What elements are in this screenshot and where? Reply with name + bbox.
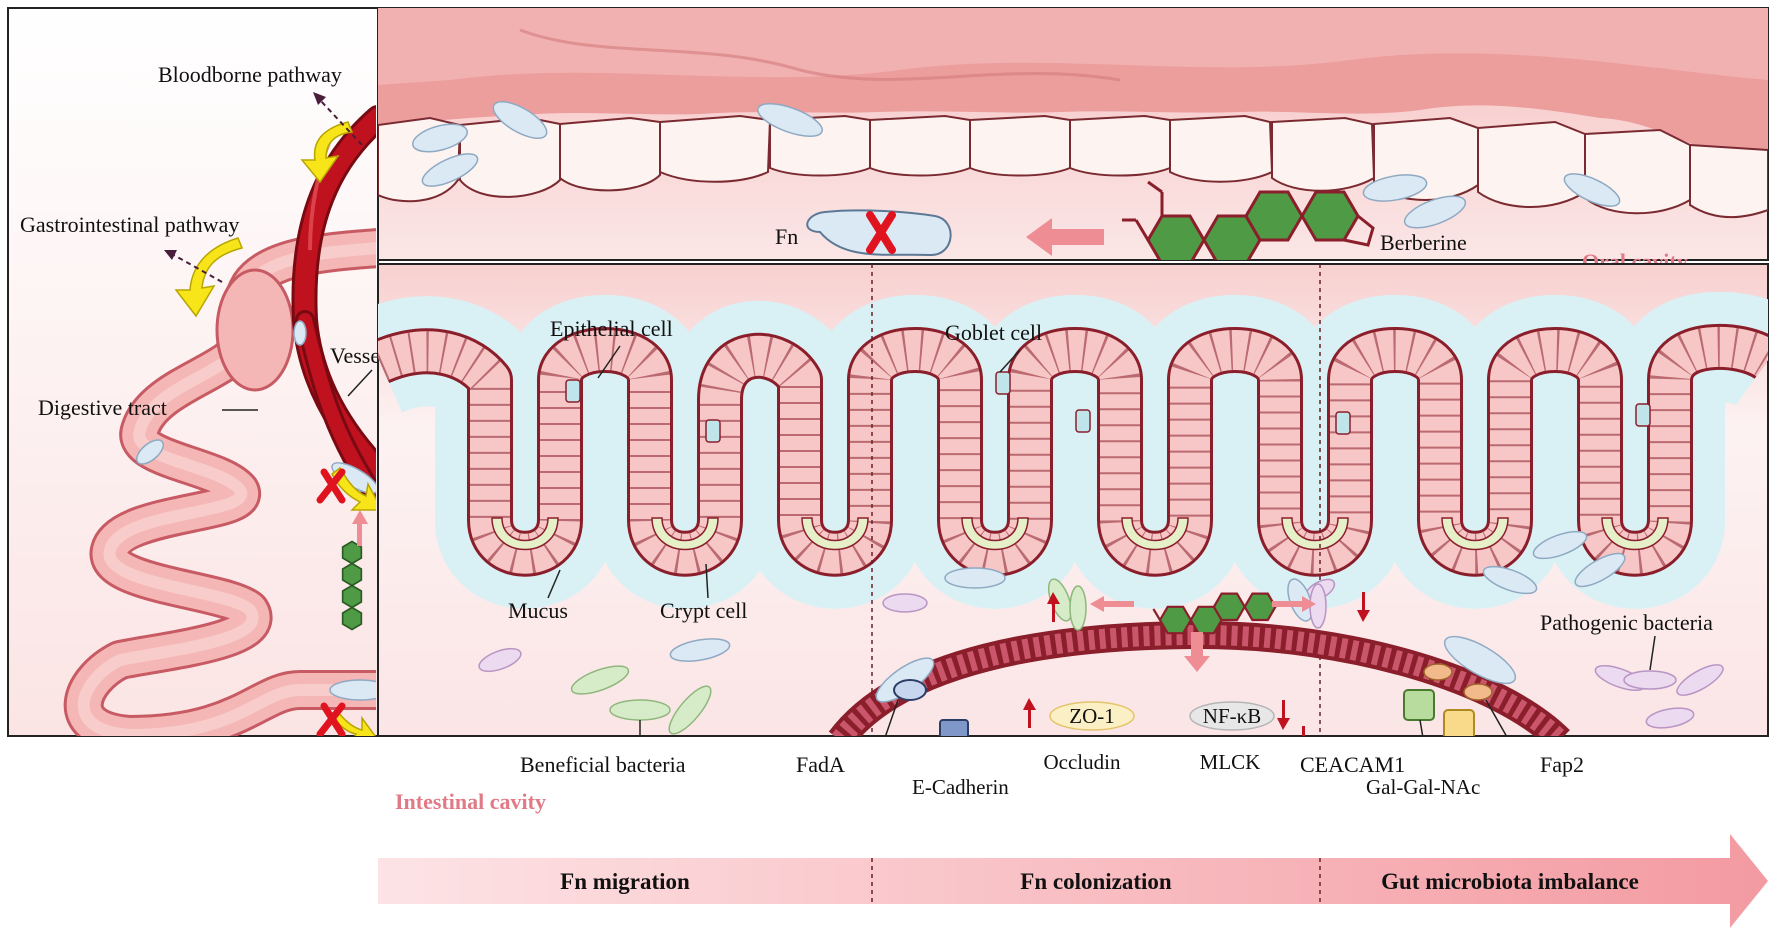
crypt-cells	[491, 517, 1669, 551]
down-arrow-icon	[1277, 700, 1290, 730]
down-arrow-icon	[1277, 752, 1290, 782]
label-fap2: Fap2	[1540, 752, 1584, 777]
yellow-arrow-icon	[331, 466, 376, 511]
intestinal-panel: Epithelial cell Goblet cell Mucus Crypt …	[377, 263, 1769, 814]
down-arrow-icon	[1184, 632, 1210, 672]
oral-panel: Fn Berberine Oral cavity	[377, 7, 1769, 274]
label-ceacam1: CEACAM1	[1300, 752, 1405, 777]
label-goblet-cell: Goblet cell	[945, 320, 1042, 345]
beneficial-bacteria	[570, 578, 1073, 735]
label-mlck: MLCK	[1200, 750, 1261, 774]
blocked-cross-icon	[866, 211, 896, 254]
mucus-layer	[378, 347, 1768, 554]
fn-bacteria	[669, 530, 1626, 703]
label-e-cadherin: E-Cadherin	[912, 775, 1009, 799]
vessel-shape	[291, 105, 376, 510]
nfkb-pill	[1189, 701, 1275, 731]
label-vessel: Vessel	[330, 343, 386, 368]
label-digestive-tract: Digestive tract	[38, 395, 167, 420]
label-mucus: Mucus	[508, 598, 568, 623]
zo1-pill	[1049, 701, 1135, 731]
up-arrow-icon	[1047, 592, 1060, 622]
ceacam1-receptor	[1403, 689, 1435, 721]
down-arrow-icon	[1302, 726, 1305, 736]
intestinal-cavity-title: Intestinal cavity	[395, 789, 546, 814]
berberine-molecule-small	[341, 540, 363, 631]
up-arrow-icon	[1023, 698, 1036, 728]
stage-gut-microbiota-imbalance: Gut microbiota imbalance	[1381, 869, 1639, 894]
yellow-arrow-icon	[174, 237, 244, 318]
up-arrow-icon	[1007, 752, 1020, 782]
down-arrow-icon	[1357, 592, 1370, 622]
stage-fn-migration: Fn migration	[560, 869, 690, 894]
stage-arrow: Fn migration Fn colonization Gut microbi…	[378, 834, 1768, 928]
up-arrow-icon	[352, 510, 368, 546]
label-beneficial-bacteria: Beneficial bacteria	[520, 752, 686, 777]
label-berberine: Berberine	[1380, 230, 1467, 255]
dashed-arrow-icon	[313, 92, 363, 146]
e-cadherin-receptor	[893, 679, 969, 736]
label-gastrointestinal-pathway: Gastrointestinal pathway	[20, 212, 239, 237]
right-arrow-icon	[1272, 596, 1316, 612]
stage-fn-colonization: Fn colonization	[1020, 869, 1172, 894]
teeth-row	[378, 114, 1768, 219]
blocked-cross-icon	[316, 468, 346, 504]
epithelium	[378, 323, 1768, 577]
label-occludin: Occludin	[1044, 750, 1121, 774]
label-gal-gal-nac: Gal-Gal-NAc	[1366, 775, 1480, 799]
inhibition-arrow-icon	[1026, 218, 1104, 256]
blocked-cross-icon	[316, 702, 346, 736]
label-crypt-cell: Crypt cell	[660, 598, 747, 623]
label-zo1: ZO-1	[1069, 704, 1115, 728]
left-arrow-icon	[1090, 596, 1134, 612]
fn-bacterium	[806, 209, 952, 257]
berberine-molecule	[1152, 592, 1277, 635]
left-panel: Bloodborne pathway Gastrointestinal path…	[7, 7, 386, 737]
label-epithelial-cell: Epithelial cell	[550, 316, 673, 341]
gal-gal-nac-receptor	[1443, 709, 1475, 736]
yellow-arrow-icon	[300, 121, 354, 184]
dashed-arrow-icon	[164, 250, 223, 283]
berberine-molecule	[1122, 180, 1375, 260]
goblet-cells	[565, 371, 1651, 443]
label-fada: FadA	[796, 752, 845, 777]
label-pathogenic-bacteria: Pathogenic bacteria	[1540, 610, 1713, 635]
label-bloodborne-pathway: Bloodborne pathway	[158, 62, 342, 87]
label-nfkb: NF-κB	[1203, 704, 1261, 728]
label-fn: Fn	[775, 224, 798, 249]
fap2-adhesin	[1423, 663, 1493, 701]
